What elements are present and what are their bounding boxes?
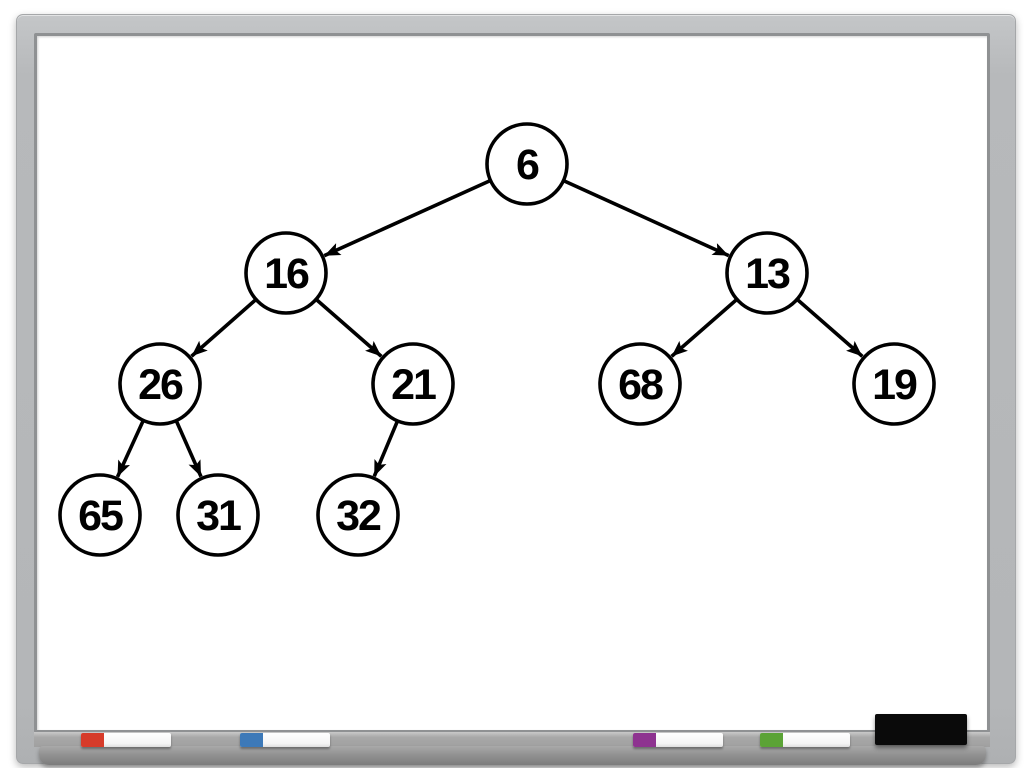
tree-node-circle <box>176 473 260 557</box>
tree-node-26: 26 <box>118 342 202 426</box>
tree-node-value: 31 <box>196 492 241 540</box>
green-marker-cap <box>760 733 783 747</box>
tree-node-value: 6 <box>516 141 539 189</box>
tree-node-6: 6 <box>485 122 569 206</box>
tree-node-19: 19 <box>852 342 936 426</box>
red-marker[interactable] <box>81 733 171 747</box>
tree-node-32: 32 <box>316 473 400 557</box>
tree-node-value: 68 <box>618 361 663 409</box>
tree-edge-16-26 <box>190 298 257 358</box>
purple-marker-cap <box>633 733 656 747</box>
tree-edge-13-19 <box>796 298 864 358</box>
tree-edge-21-32 <box>372 421 399 477</box>
tree-node-value: 26 <box>138 361 183 409</box>
marker-tray-bar <box>39 746 986 765</box>
tree-node-value: 16 <box>264 250 309 298</box>
tree-edge-26-65 <box>115 420 145 478</box>
tree-node-value: 65 <box>78 492 123 540</box>
tree-node-circle <box>598 342 682 426</box>
tree-node-21: 21 <box>371 342 455 426</box>
tree-node-value: 19 <box>872 361 917 409</box>
tree-edge-26-31 <box>174 420 203 478</box>
tree-node-68: 68 <box>598 342 682 426</box>
binary-tree-diagram: 6 16 13 26 21 68 19 65 31 32 <box>58 122 936 557</box>
tree-node-circle <box>485 122 569 206</box>
tree-node-value: 32 <box>336 492 381 540</box>
tree-node-circle <box>244 231 328 315</box>
blue-marker[interactable] <box>240 733 330 747</box>
tree-edge-13-68 <box>670 298 738 358</box>
green-marker[interactable] <box>760 733 850 747</box>
tree-node-value: 13 <box>745 250 790 298</box>
tree-node-13: 13 <box>725 231 809 315</box>
tree-node-circle <box>316 473 400 557</box>
purple-marker[interactable] <box>633 733 723 747</box>
tree-node-circle <box>118 342 202 426</box>
red-marker-cap <box>81 733 104 747</box>
tree-node-circle <box>725 231 809 315</box>
tree-edge-6-13 <box>563 179 730 258</box>
tree-node-circle <box>58 473 142 557</box>
tree-node-65: 65 <box>58 473 142 557</box>
tree-edge-6-16 <box>323 179 491 258</box>
blue-marker-cap <box>240 733 263 747</box>
whiteboard: 6 16 13 26 21 68 19 65 31 32 <box>16 14 1016 765</box>
tree-node-value: 21 <box>391 361 436 409</box>
tree-node-circle <box>852 342 936 426</box>
tree-node-31: 31 <box>176 473 260 557</box>
eraser-tool[interactable] <box>875 714 967 745</box>
tree-node-16: 16 <box>244 231 328 315</box>
tree-edge-16-21 <box>315 298 383 358</box>
tree-node-circle <box>371 342 455 426</box>
